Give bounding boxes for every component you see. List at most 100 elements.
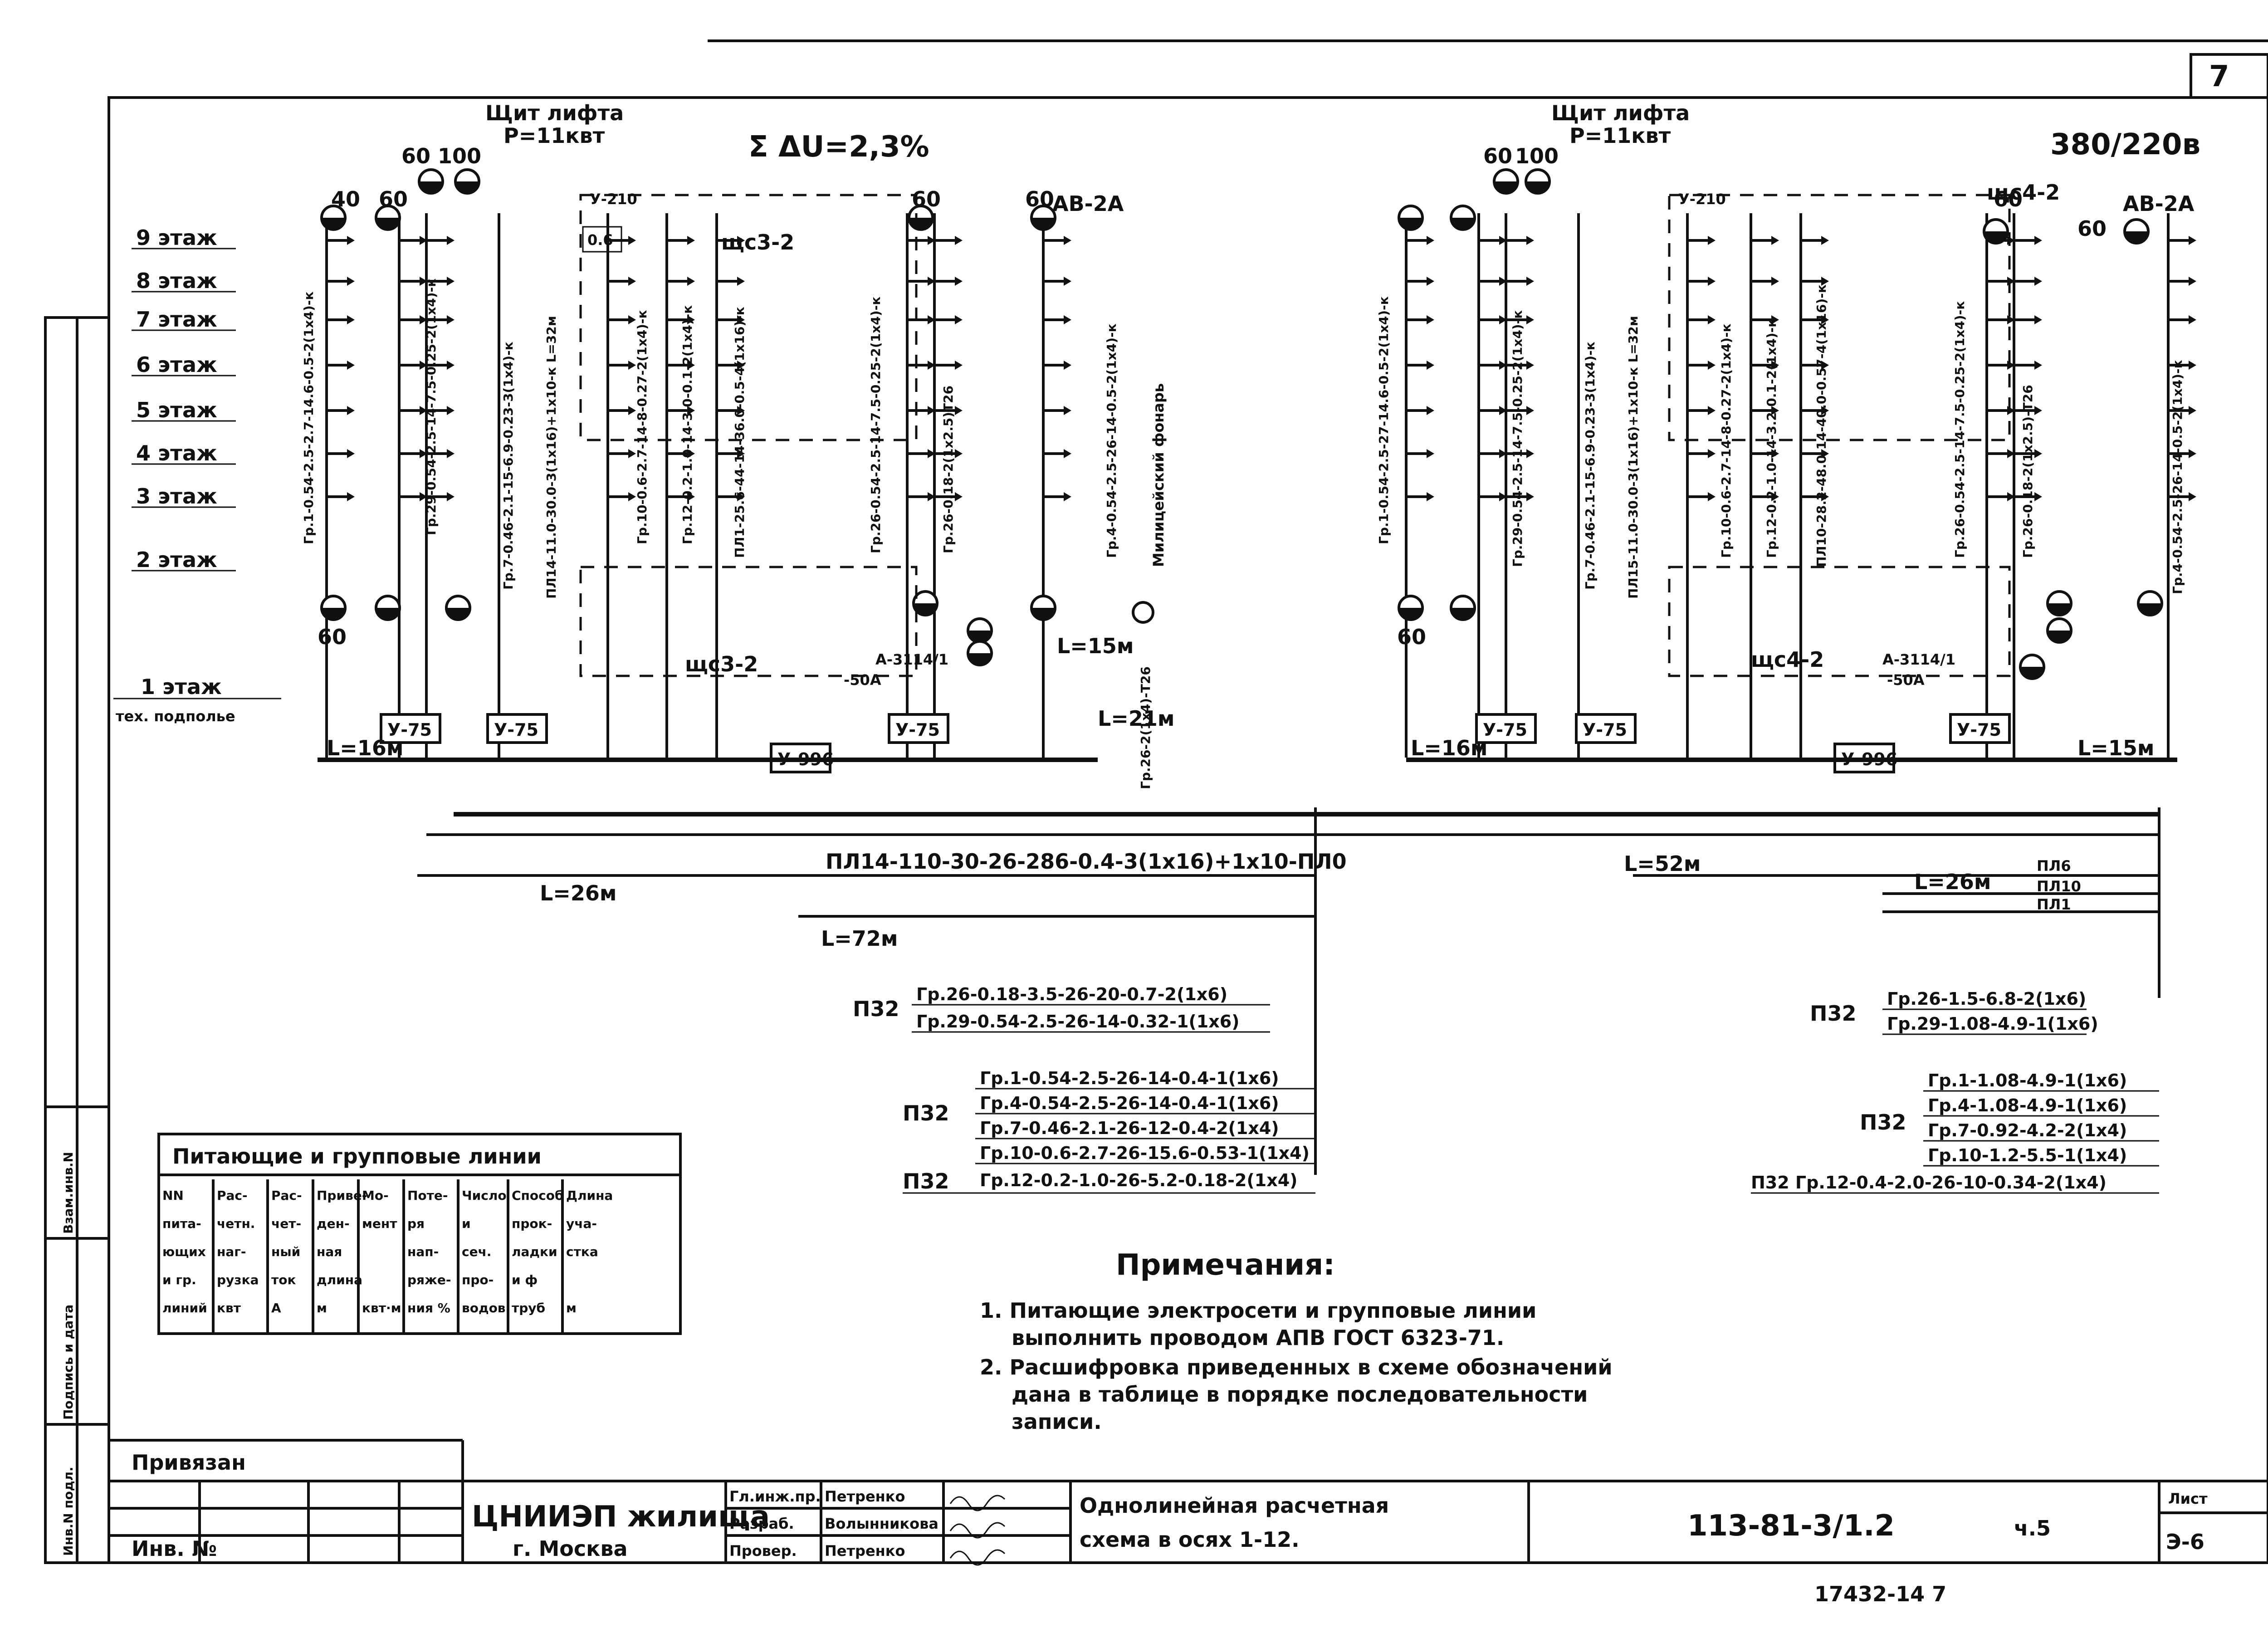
junction-box-rect-4 — [1475, 713, 1537, 744]
right-line-gr26-t26: Гр.26-0.18-2(1х2.5)-Т26 — [2020, 385, 2035, 558]
right-lamp-8-fill — [2048, 603, 2071, 615]
legend-cell-4-4: квт·м — [362, 1301, 401, 1315]
right-0-arrow-6 — [1427, 492, 1434, 501]
right-7-arrow-5 — [2007, 449, 2015, 458]
legend-cell-8-4: м — [566, 1301, 577, 1315]
tb-list-value: Э-6 — [2166, 1530, 2204, 1554]
left-2-arrow-6 — [447, 492, 455, 501]
left-9-arrow-2 — [1064, 315, 1071, 324]
floor-8: 8 этаж — [136, 269, 217, 293]
left-6-arrow-4 — [737, 406, 745, 415]
len-26m-left: L=26м — [540, 881, 616, 905]
junction-box-label-3: У-75 — [895, 720, 940, 740]
lamp-label-60-g: 60 — [2077, 216, 2107, 241]
right-5-arrow-6 — [1771, 492, 1779, 501]
left-lamp-11-fill — [1031, 608, 1055, 620]
legend-cell-7-0: Способ — [512, 1188, 564, 1203]
len-15m-right: L=15м — [2077, 736, 2154, 760]
left-riser-labels: Гр.1-0.54-2.5-2.7-14.6-0.5-2(1х4)-к Гр.2… — [301, 279, 1167, 599]
lantern-symbol — [1132, 601, 1154, 624]
panel-shs42-top: щс4-2 — [1987, 180, 2060, 205]
left-line-gr26: Гр.26-0.54-2.5-14-7.5-0.25-2(1х4)-к — [868, 297, 883, 553]
legend-cell-8-2: стка — [566, 1244, 598, 1259]
tb-name-2: Петренко — [825, 1542, 905, 1560]
len-72m: L=72м — [821, 926, 898, 951]
right-2-arrow-5 — [1526, 449, 1534, 458]
right-9-arrow-6 — [2189, 492, 2196, 501]
p32-rm-last: П32 Гр.12-0.4-2.0-26-10-0.34-2(1х4) — [1751, 1173, 2107, 1193]
floor-3: 3 этаж — [136, 484, 217, 509]
note-line-3: 2. Расшифровка приведенных в схеме обозн… — [980, 1355, 1613, 1379]
left-4-arrow-6 — [628, 492, 636, 501]
p32-left-top: П32 Гр.26-0.18-3.5-26-20-0.7-2(1х6) Гр.2… — [853, 984, 1270, 1033]
floor-4: 4 этаж — [136, 441, 217, 465]
len-52m: L=52м — [1624, 851, 1701, 876]
panel-06-left: 0.6 — [587, 231, 613, 249]
legend-cell-0-4: линий — [162, 1301, 207, 1315]
right-5-arrow-3 — [1771, 361, 1779, 370]
notes-block: Примечания: 1. Питающие электросети и гр… — [980, 1248, 1613, 1434]
sheet-corner-number: 7 — [2209, 60, 2229, 93]
legend-cell-6-4: водов — [462, 1301, 506, 1315]
left-0-arrow-1 — [347, 277, 355, 286]
right-6-arrow-5 — [1821, 449, 1829, 458]
left-4-arrow-5 — [628, 449, 636, 458]
p32-rm-0: Гр.1-1.08-4.9-1(1х6) — [1928, 1071, 2127, 1090]
tb-role-0: Гл.инж.пр. — [729, 1488, 821, 1505]
p32-lm-1: Гр.4-0.54-2.5-26-14-0.4-1(1х6) — [980, 1093, 1279, 1113]
p32-lm-0: Гр.1-0.54-2.5-26-14-0.4-1(1х6) — [980, 1068, 1279, 1088]
feeder-pl1: ПЛ1 — [2037, 896, 2071, 913]
legend-cell-5-0: Поте- — [407, 1188, 448, 1203]
left-line-pl14: ПЛ14-11.0-30.0-3(1х16)+1х10-к L=32м — [544, 316, 559, 599]
right-9-arrow-5 — [2189, 449, 2196, 458]
junction-box-1: У-75 — [486, 713, 548, 744]
legend-cell-5-3: ряже- — [407, 1272, 451, 1287]
panel-u210-right: У-210 — [1678, 191, 1726, 208]
right-lamp-7-fill — [1451, 608, 1475, 620]
length-labels: L=16м L=26м L=72м L=52м L=16м L=15м L=15… — [327, 634, 2154, 951]
left-4-arrow-3 — [628, 361, 636, 370]
right-lamp-0-fill — [1399, 218, 1422, 230]
right-8-arrow-0 — [2034, 236, 2042, 245]
voltage-label: 380/220в — [2050, 128, 2200, 161]
left-2-arrow-3 — [447, 361, 455, 370]
p32-lm-last: Гр.12-0.2-1.0-26-5.2-0.18-2(1х4) — [980, 1170, 1298, 1190]
left-9-arrow-5 — [1064, 449, 1071, 458]
tb-title-2: схема в осях 1-12. — [1080, 1527, 1300, 1552]
panel-av2a-left: АВ-2А — [1052, 191, 1124, 216]
left-0-arrow-2 — [347, 315, 355, 324]
right-riser-labels: Гр.1-0.54-2.5-27-14.6-0.5-2(1х4)-к Гр.29… — [1376, 284, 2185, 599]
left-9-arrow-3 — [1064, 361, 1071, 370]
junction-box-label-1: У-75 — [494, 720, 538, 740]
right-9-arrow-1 — [2189, 277, 2196, 286]
left-2-arrow-2 — [447, 315, 455, 324]
len-21m: L=21м — [1098, 706, 1174, 731]
right-4-arrow-5 — [1708, 449, 1716, 458]
right-1-arrow-0 — [1499, 236, 1507, 245]
right-4-arrow-4 — [1708, 406, 1716, 415]
legend-cell-3-1: ден- — [317, 1216, 350, 1231]
right-7-arrow-6 — [2007, 492, 2015, 501]
left-9-arrow-6 — [1064, 492, 1071, 501]
left-1-arrow-6 — [420, 492, 427, 501]
left-1-arrow-3 — [420, 361, 427, 370]
left-line-gr29: Гр.29-0.54-2.5-14-7.5-0.25-2(1х4)-к — [424, 279, 439, 535]
junction-box-rect-1 — [486, 713, 548, 744]
panel-50a-left: -50А — [844, 671, 881, 689]
left-line-gr1: Гр.1-0.54-2.5-2.7-14.6-0.5-2(1х4)-к — [301, 292, 316, 544]
legend-cell-0-0: NN — [162, 1188, 184, 1203]
len-16m-right: L=16м — [1411, 736, 1487, 760]
note-line-5: записи. — [1012, 1409, 1102, 1434]
right-4-arrow-2 — [1708, 315, 1716, 324]
right-9-arrow-0 — [2189, 236, 2196, 245]
right-9-arrow-3 — [2189, 361, 2196, 370]
right-9-arrow-2 — [2189, 315, 2196, 324]
lamp-label-60-d: 60 — [1025, 187, 1054, 211]
side-stamps: Взам.инв.N Подпись и дата Инв.N подл. — [45, 318, 109, 1563]
tb-org: ЦНИИЭП жилища — [472, 1500, 770, 1534]
legend-cell-6-0: Число — [462, 1188, 507, 1203]
right-4-arrow-1 — [1708, 277, 1716, 286]
left-5-arrow-4 — [687, 406, 695, 415]
panel-labels: У-210 0.6 щс3-2 щс3-2 А-3114/1 -50А АВ-2… — [582, 180, 2195, 689]
p32-label-d: П32 — [1810, 1001, 1857, 1026]
